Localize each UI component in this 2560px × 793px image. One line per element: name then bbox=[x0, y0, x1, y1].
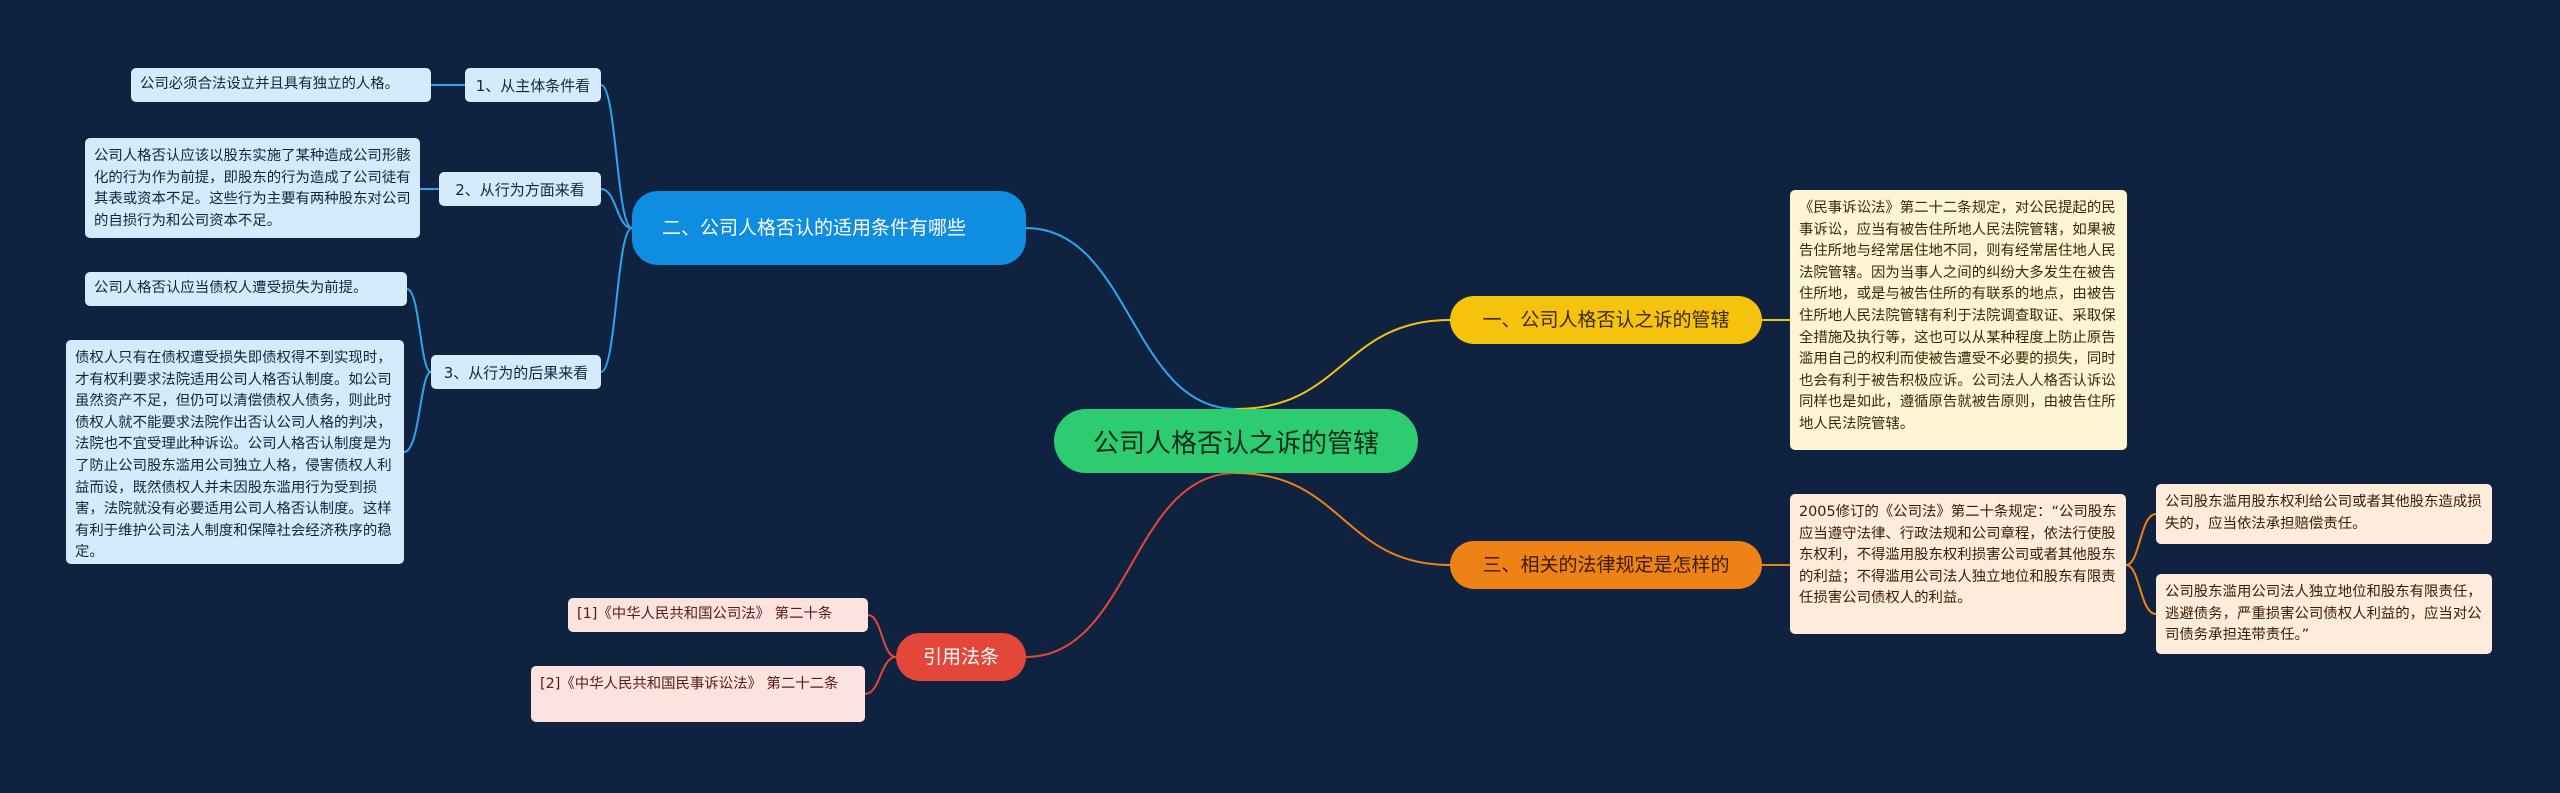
link-conditions-sub2 bbox=[600, 188, 633, 229]
branch-regulations[interactable]: 三、相关的法律规定是怎样的 bbox=[1450, 541, 1762, 589]
leaf-jurisdiction-rule[interactable]: 《民事诉讼法》第二十二条规定，对公民提起的民事诉讼，应当有被告住所地人民法院管辖… bbox=[1790, 190, 2127, 450]
leaf-liability-compensation[interactable]: 公司股东滥用股东权利给公司或者其他股东造成损失的，应当依法承担赔偿责任。 bbox=[2156, 484, 2492, 544]
sub-behavior-consequence[interactable]: 3、从行为的后果来看 bbox=[431, 355, 601, 389]
link-text-leaf2 bbox=[2125, 564, 2157, 615]
link-root-regulations bbox=[1235, 472, 1451, 566]
root-topic[interactable]: 公司人格否认之诉的管辖 bbox=[1054, 409, 1418, 473]
sub-subject-condition[interactable]: 1、从主体条件看 bbox=[465, 68, 601, 102]
link-root-jurisdiction bbox=[1235, 319, 1451, 410]
leaf-citation-civil-procedure-law[interactable]: [2]《中华人民共和国民事诉讼法》 第二十二条 bbox=[531, 666, 865, 722]
link-conditions-sub3 bbox=[600, 227, 633, 373]
leaf-citation-company-law[interactable]: [1]《中华人民共和国公司法》 第二十条 bbox=[568, 598, 868, 632]
leaf-behavior-aspect[interactable]: 公司人格否认应该以股东实施了某种造成公司形骸化的行为作为前提，即股东的行为造成了… bbox=[85, 138, 420, 238]
link-sub3-leaf2 bbox=[403, 371, 432, 453]
link-root-citations bbox=[1025, 472, 1237, 658]
leaf-company-law-article-20[interactable]: 2005修订的《公司法》第二十条规定：“公司股东应当遵守法律、行政法规和公司章程… bbox=[1790, 494, 2126, 634]
link-citations-leaf2 bbox=[864, 656, 897, 695]
link-root-conditions bbox=[1025, 227, 1237, 410]
branch-jurisdiction[interactable]: 一、公司人格否认之诉的管辖 bbox=[1450, 296, 1762, 344]
branch-citations[interactable]: 引用法条 bbox=[896, 633, 1026, 681]
leaf-loss-premise[interactable]: 公司人格否认应当债权人遭受损失为前提。 bbox=[85, 272, 407, 306]
branch-conditions[interactable]: 二、公司人格否认的适用条件有哪些 bbox=[632, 191, 1026, 265]
link-text-leaf1 bbox=[2125, 513, 2157, 566]
leaf-joint-liability[interactable]: 公司股东滥用公司法人独立地位和股东有限责任，逃避债务，严重损害公司债权人利益的，… bbox=[2156, 574, 2492, 654]
leaf-creditor-loss-explanation[interactable]: 债权人只有在债权遭受损失即债权得不到实现时，才有权利要求法院适用公司人格否认制度… bbox=[66, 340, 404, 564]
link-citations-leaf1 bbox=[867, 614, 897, 658]
sub-behavior-aspect[interactable]: 2、从行为方面来看 bbox=[439, 172, 601, 206]
link-sub3-leaf1 bbox=[406, 288, 432, 373]
link-conditions-sub1 bbox=[600, 84, 633, 229]
leaf-subject-condition[interactable]: 公司必须合法设立并且具有独立的人格。 bbox=[131, 68, 431, 102]
